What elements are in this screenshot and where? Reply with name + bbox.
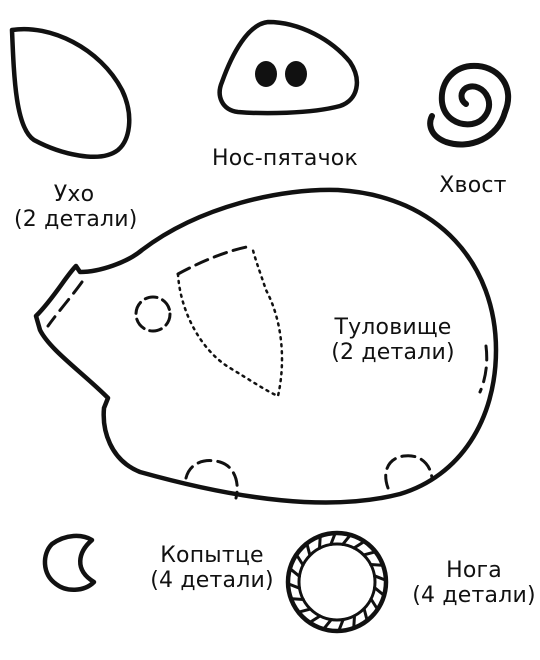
leg-stitch-tick xyxy=(290,597,305,601)
leg-name: Нога xyxy=(446,558,502,583)
hoof-name: Копытце xyxy=(160,543,264,568)
leg-stitch-tick xyxy=(287,582,301,590)
leg-stitch-tick xyxy=(295,554,305,567)
left-nostril-icon xyxy=(255,61,277,87)
leg-stitch-tick xyxy=(341,534,352,546)
leg-outer-circle xyxy=(285,530,389,634)
ear-count: (2 детали) xyxy=(14,207,138,232)
leg-stitch-tick xyxy=(305,543,312,557)
leg-stitch-tick xyxy=(373,586,385,597)
ear-placement-dashed xyxy=(176,244,254,276)
tail-shape xyxy=(438,62,512,128)
leg-stitch-tick xyxy=(369,597,379,610)
body-count: (2 детали) xyxy=(331,340,455,365)
leg-stitch-tick xyxy=(309,614,322,624)
snout-label: Нос-пятачок xyxy=(200,146,370,171)
leg-placement-right xyxy=(384,454,434,490)
tail-outer-loop xyxy=(427,109,508,148)
hoof-label: Копытце (4 детали) xyxy=(138,543,286,593)
ear-shape xyxy=(9,26,132,159)
eye-marker xyxy=(134,295,172,333)
tail-label: Хвост xyxy=(428,173,518,198)
hoof-shape xyxy=(42,533,97,592)
leg-inner-circle xyxy=(297,542,377,622)
leg-stitch-tick xyxy=(373,574,387,582)
right-nostril-icon xyxy=(285,61,307,87)
body-seam-right xyxy=(478,344,489,394)
leg-count: (4 детали) xyxy=(412,583,536,608)
tail-name: Хвост xyxy=(439,173,507,198)
leg-stitch-tick xyxy=(289,567,301,578)
leg-stitch-tick xyxy=(352,540,365,550)
snout-shape xyxy=(217,19,360,116)
leg-stitch-tick xyxy=(352,614,356,629)
leg-stitch-tick xyxy=(329,532,337,546)
leg-placement-left xyxy=(184,459,239,500)
body-shape xyxy=(33,187,499,505)
leg-stitch-tick xyxy=(318,535,322,550)
leg-stitch-tick xyxy=(298,607,312,614)
leg-stitch-tick xyxy=(322,618,333,630)
leg-stitch-ticks xyxy=(287,532,387,632)
ear-placement-dotted xyxy=(176,244,284,398)
body-label: Туловище (2 детали) xyxy=(318,315,468,365)
hoof-count: (4 детали) xyxy=(150,568,274,593)
leg-stitch-tick xyxy=(369,563,384,567)
leg-stitch-tick xyxy=(362,550,376,557)
leg-stitch-tick xyxy=(362,607,369,621)
leg-stitch-tick xyxy=(337,618,345,632)
snout-name: Нос-пятачок xyxy=(212,146,358,171)
ear-label: Ухо (2 детали) xyxy=(14,182,138,232)
ear-name: Ухо xyxy=(53,182,95,207)
body-name: Туловище xyxy=(334,315,452,340)
leg-label: Нога (4 детали) xyxy=(410,558,538,608)
body-seam-left xyxy=(46,280,84,328)
